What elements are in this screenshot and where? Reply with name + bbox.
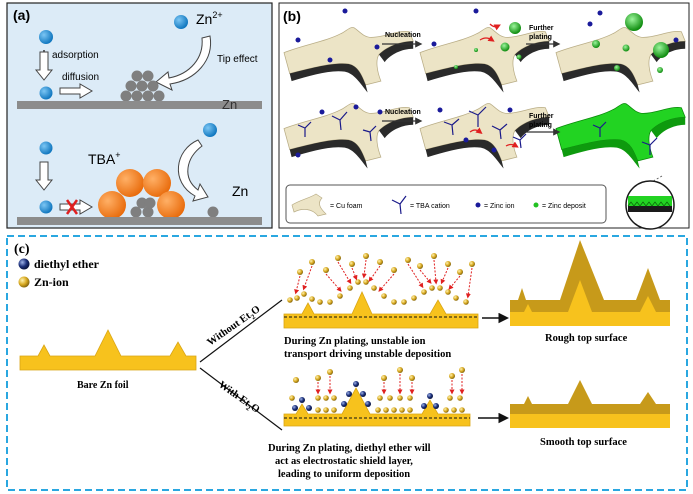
with-et2o-plating bbox=[283, 367, 471, 427]
branch-line-with bbox=[199, 367, 283, 431]
tba-cations-row2 bbox=[297, 106, 658, 155]
deflect-arrow bbox=[178, 139, 209, 202]
zinc-ions-row2 bbox=[295, 104, 513, 158]
without-et2o-plating bbox=[283, 253, 479, 329]
with-caption-3: leading to uniform deposition bbox=[278, 469, 410, 480]
legend-cu-foam: = Cu foam bbox=[330, 203, 363, 210]
adsorbed-zn-ion-2 bbox=[39, 200, 53, 214]
zinc-deposit-legend-icon bbox=[533, 202, 539, 208]
panel-b-legend: = Cu foam = TBA cation = Zinc ion = Zinc… bbox=[285, 184, 607, 224]
further-plating-label-1b: plating bbox=[529, 34, 552, 41]
ion-path-2 bbox=[489, 23, 501, 31]
zn-deposit-pile bbox=[120, 70, 165, 102]
diffusion-arrow bbox=[59, 83, 93, 99]
ion-path bbox=[479, 35, 495, 42]
zn-bottom-label: Zn bbox=[232, 183, 248, 199]
panel-b: (b) Nucleation Fu bbox=[278, 2, 690, 230]
further-plating-label-1a: Further bbox=[529, 25, 554, 32]
zn-ion-label: Zn bbox=[196, 11, 212, 27]
adsorption-label: adsorption bbox=[52, 50, 99, 61]
nucleation-label-2: Nucleation bbox=[385, 109, 421, 116]
without-caption-2: transport driving unstable deposition bbox=[284, 349, 451, 360]
zn-substrate-top bbox=[17, 101, 262, 109]
tba-cluster bbox=[98, 169, 185, 219]
legend-diethyl-ether: diethyl ether bbox=[34, 257, 100, 271]
tba-label: TBA bbox=[88, 151, 116, 167]
zn-ion-charge: 2+ bbox=[212, 10, 222, 20]
legend-zn-ion: Zn-ion bbox=[34, 275, 69, 289]
zn-ion-icon bbox=[18, 276, 30, 288]
nucleation-label-1: Nucleation bbox=[385, 32, 421, 39]
zn-substrate-bottom bbox=[17, 217, 262, 225]
panel-c: (c) diethyl ether Zn-ion Bare Zn foil Wi… bbox=[6, 235, 688, 491]
tba-charge: + bbox=[115, 150, 120, 160]
branch-line-without bbox=[199, 299, 283, 363]
panel-b-label: (b) bbox=[283, 8, 301, 24]
without-caption-1: During Zn plating, unstable ion bbox=[284, 336, 426, 347]
zinc-deposits-row1 bbox=[454, 13, 669, 73]
zn-substrate-label: Zn bbox=[222, 97, 237, 112]
adsorbed-zn-ion bbox=[39, 86, 53, 100]
with-caption-2: act as electrostatic shield layer, bbox=[275, 456, 413, 467]
smooth-label: Smooth top surface bbox=[540, 437, 627, 448]
zn-ion-free bbox=[203, 123, 217, 137]
zn-atom-deposit bbox=[207, 206, 219, 218]
cu-foam-legend-icon bbox=[291, 193, 327, 217]
svg-text:Zn2+: Zn2+ bbox=[196, 10, 223, 27]
panel-a-label: (a) bbox=[13, 7, 30, 23]
bare-zn-foil bbox=[19, 329, 197, 371]
zn-ion bbox=[39, 30, 53, 44]
blocked-diffusion-arrow bbox=[59, 199, 93, 215]
adsorption-arrow-body bbox=[34, 51, 54, 81]
tba-cation-legend-icon bbox=[391, 195, 407, 215]
ion-path-4 bbox=[505, 141, 519, 148]
legend-zinc-ion: = Zinc ion bbox=[484, 203, 515, 210]
diethyl-ether-icon bbox=[18, 258, 30, 270]
panel-a: (a) adsorption diffusion Zn2+ Tip effect… bbox=[6, 2, 273, 229]
rough-label: Rough top surface bbox=[545, 333, 628, 344]
zinc-ions-row1 bbox=[295, 8, 679, 63]
bare-zn-foil-label: Bare Zn foil bbox=[77, 380, 129, 391]
further-plating-label-2b: plating bbox=[529, 122, 552, 129]
rough-surface bbox=[510, 240, 670, 326]
svg-text:TBA+: TBA+ bbox=[88, 150, 121, 167]
zoom-inset bbox=[625, 180, 675, 230]
adsorption-arrow-2 bbox=[34, 161, 54, 191]
cu-foam-6-plated bbox=[555, 103, 686, 169]
zn-ion-approaching bbox=[39, 141, 53, 155]
smooth-surface bbox=[510, 380, 670, 428]
blocked-x-icon bbox=[65, 199, 79, 215]
tip-effect-label: Tip effect bbox=[217, 54, 258, 65]
zn-ion-top bbox=[174, 15, 188, 29]
with-caption-1: During Zn plating, diethyl ether will bbox=[268, 443, 431, 454]
legend-zinc-deposit: = Zinc deposit bbox=[542, 203, 586, 210]
ion-path-3 bbox=[469, 127, 483, 135]
zinc-ion-legend-icon bbox=[475, 202, 481, 208]
further-plating-label-2a: Further bbox=[529, 113, 554, 120]
diffusion-label: diffusion bbox=[62, 72, 99, 83]
legend-tba-cation: = TBA cation bbox=[410, 203, 450, 210]
panel-c-label: (c) bbox=[14, 242, 30, 257]
